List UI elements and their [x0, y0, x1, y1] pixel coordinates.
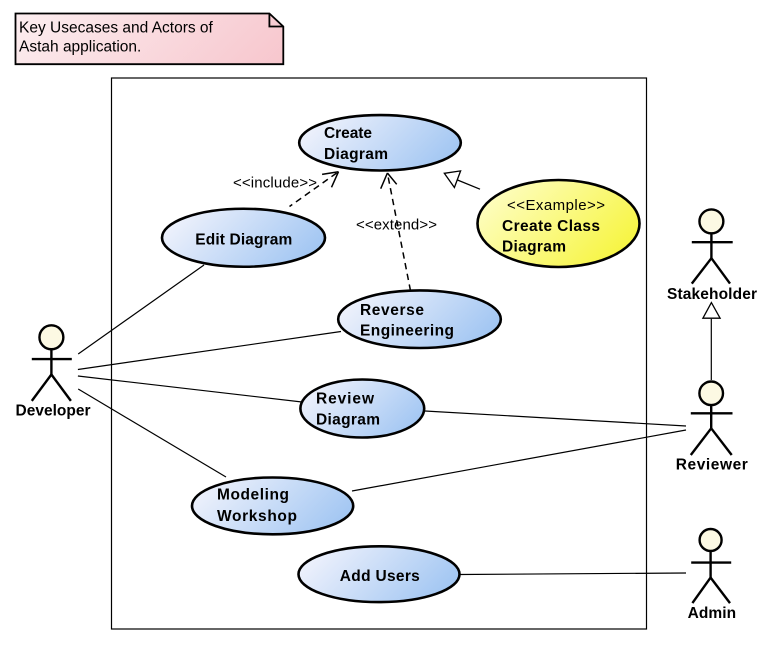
- svg-text:Reverse: Reverse: [360, 302, 424, 319]
- svg-text:Diagram: Diagram: [324, 146, 388, 163]
- svg-text:Developer: Developer: [16, 402, 91, 419]
- svg-text:<<Example>>: <<Example>>: [507, 197, 605, 214]
- svg-text:Edit Diagram: Edit Diagram: [195, 232, 292, 249]
- svg-text:Key Usecases and Actors of: Key Usecases and Actors of: [19, 20, 214, 37]
- svg-text:Admin: Admin: [688, 605, 737, 622]
- svg-text:Add Users: Add Users: [340, 568, 420, 585]
- svg-text:Astah application.: Astah application.: [19, 39, 141, 56]
- svg-text:<<extend>>: <<extend>>: [356, 217, 437, 234]
- svg-text:Create: Create: [324, 125, 372, 142]
- svg-text:Modeling: Modeling: [217, 487, 289, 504]
- svg-text:Reviewer: Reviewer: [676, 457, 748, 474]
- svg-text:<<include>>: <<include>>: [233, 175, 317, 192]
- svg-text:Stakeholder: Stakeholder: [667, 286, 757, 303]
- svg-text:Engineering: Engineering: [360, 322, 454, 339]
- svg-text:Diagram: Diagram: [502, 238, 566, 255]
- svg-text:Review: Review: [316, 390, 375, 407]
- svg-text:Workshop: Workshop: [217, 508, 297, 525]
- svg-text:Create Class: Create Class: [502, 218, 600, 235]
- svg-text:Diagram: Diagram: [316, 411, 380, 428]
